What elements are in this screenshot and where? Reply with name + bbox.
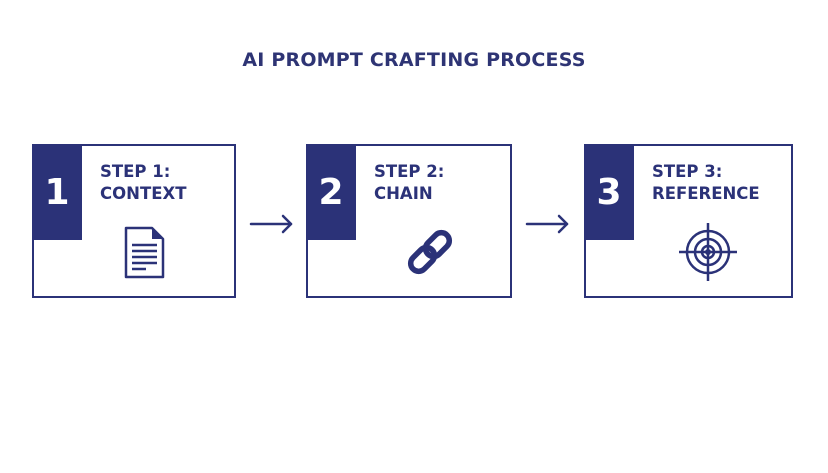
step-label-line1: STEP 1:	[100, 162, 171, 181]
step-label-line1: STEP 2:	[374, 162, 445, 181]
arrow-right-icon	[525, 214, 569, 234]
step-label: STEP 1: CONTEXT	[100, 161, 186, 205]
step-card-chain: 2 STEP 2: CHAIN	[306, 144, 512, 298]
step-card-context: 1 STEP 1: CONTEXT	[32, 144, 236, 298]
step-label: STEP 3: REFERENCE	[652, 161, 760, 205]
chain-link-icon	[407, 229, 453, 275]
step-label: STEP 2: CHAIN	[374, 161, 444, 205]
step-label-line2: CONTEXT	[100, 184, 187, 203]
step-card-reference: 3 STEP 3: REFERENCE	[584, 144, 793, 298]
step-number-badge: 3	[584, 144, 634, 240]
step-number-badge: 1	[32, 144, 82, 240]
diagram-title: AI PROMPT CRAFTING PROCESS	[242, 49, 586, 71]
arrow-right-icon	[249, 214, 293, 234]
step-label-line2: REFERENCE	[652, 184, 760, 203]
step-number-badge: 2	[306, 144, 356, 240]
document-icon	[124, 226, 165, 279]
target-icon	[679, 223, 737, 281]
step-label-line2: CHAIN	[374, 184, 433, 203]
step-label-line1: STEP 3:	[652, 162, 723, 181]
